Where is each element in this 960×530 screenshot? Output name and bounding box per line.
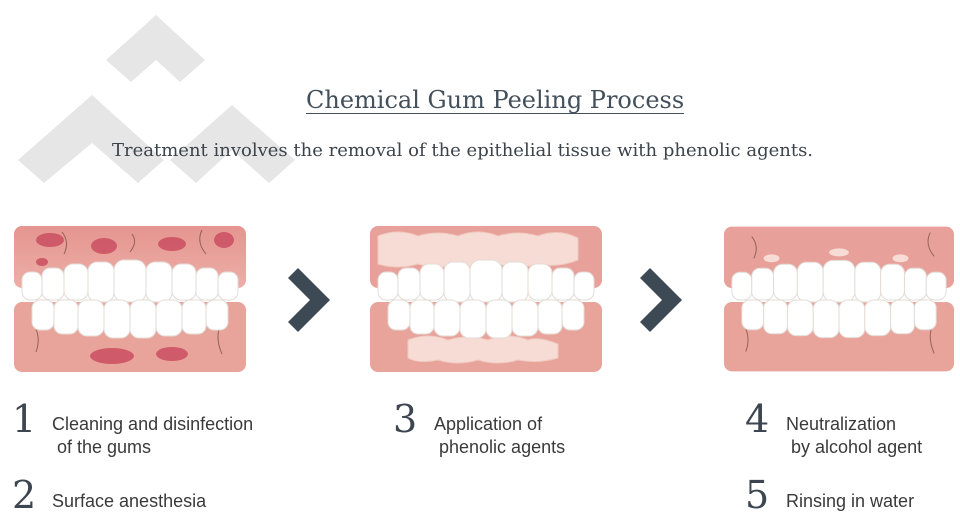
chevron-right-icon [640,268,682,332]
step-4-label: Neutralization by alcohol agent [786,414,923,457]
watermark-logo [18,15,295,183]
mouth-illustration-after [723,226,955,372]
phenolic-agent-layer [377,231,579,364]
lesion-spots [36,232,234,364]
mouth-illustration-before [14,226,246,372]
step-3-label: Application of phenolic agents [434,414,566,457]
residue-spots [763,248,909,263]
step-4-number: 4 [745,397,770,441]
mouth-illustration-during [370,226,602,372]
step-5-label: Rinsing in water [786,491,915,511]
chevron-right-icon [288,268,330,332]
step-2-number: 2 [12,473,37,517]
page-subtitle: Treatment involves the removal of the ep… [112,140,814,161]
step-5-number: 5 [745,473,770,517]
step-1-label: Cleaning and disinfection of the gums [52,414,254,457]
page-title: Chemical Gum Peeling Process [306,86,685,114]
step-3-number: 3 [393,397,418,441]
step-1-number: 1 [12,397,37,441]
step-2-label: Surface anesthesia [52,491,207,511]
